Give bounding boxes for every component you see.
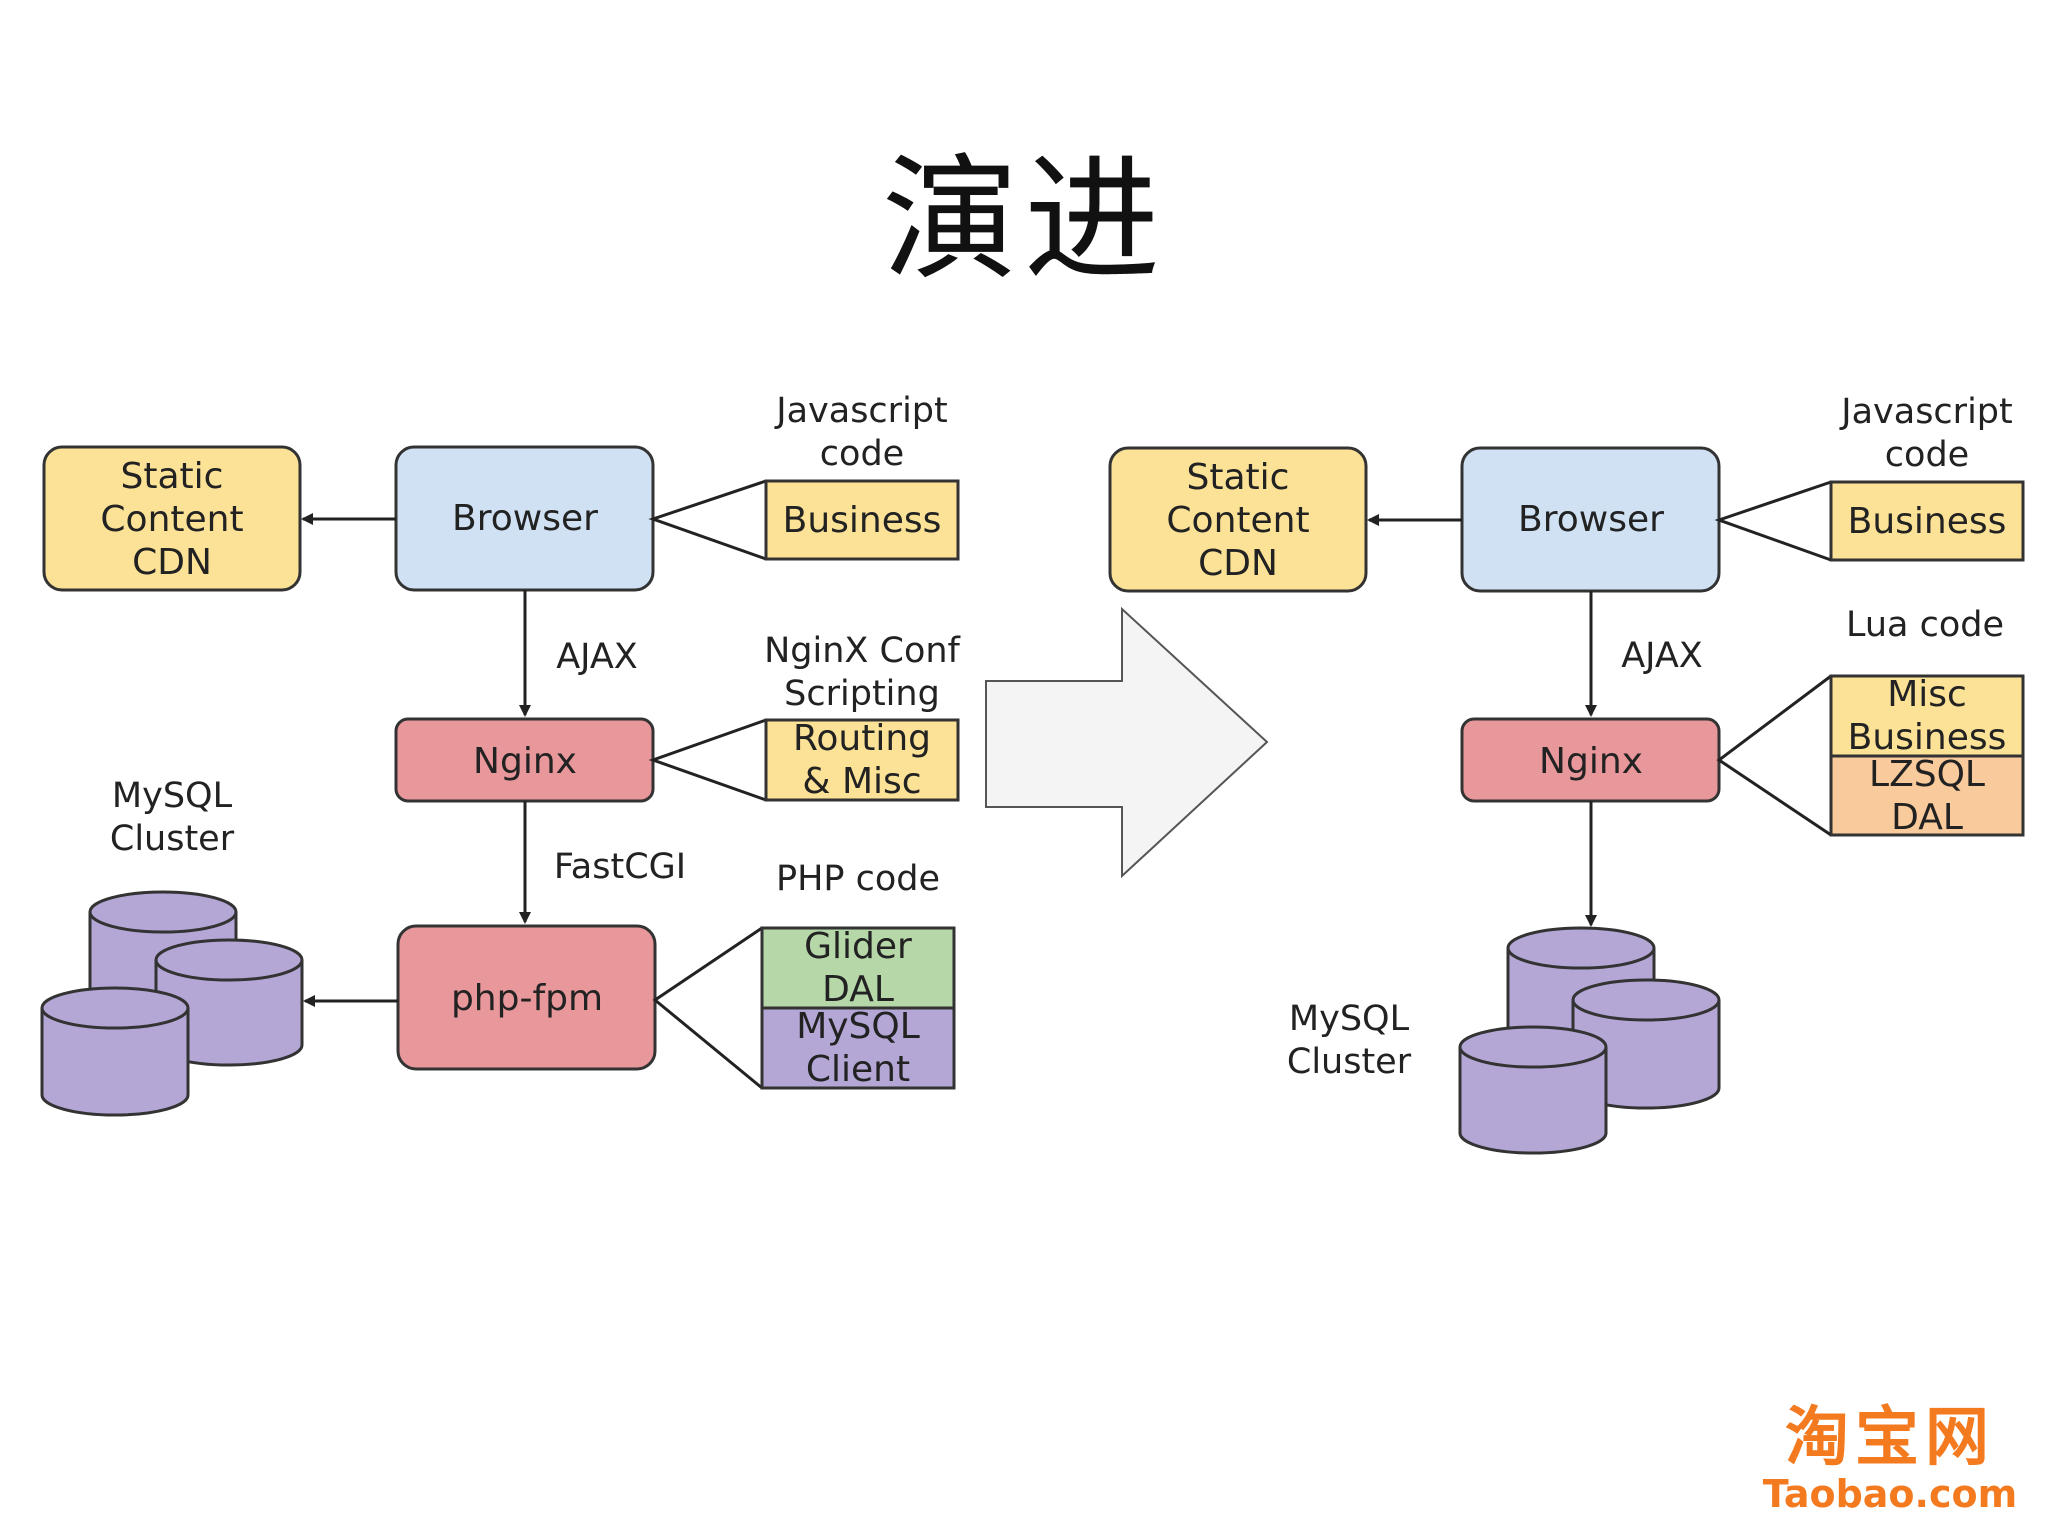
right-cdn-line2: Content (1166, 500, 1309, 541)
left-database-cylinder-3 (40, 986, 190, 1117)
right-misc-business-box: Misc Business (1829, 674, 2025, 758)
right-lzsql-line2: DAL (1891, 797, 1963, 838)
right-browser-box: Browser (1460, 446, 1721, 593)
left-glider-line1: Glider (804, 926, 912, 967)
left-database-cylinder-2 (154, 938, 304, 1067)
right-database-cylinder-2 (1571, 978, 1721, 1110)
left-mysql-cluster-line2: Cluster (110, 819, 235, 859)
left-cdn-line1: Static (121, 456, 224, 497)
right-misc-business-line2: Business (1848, 717, 2007, 758)
right-nginx-stack-connector (1716, 674, 1832, 837)
right-lua-code-label: Lua code (1846, 605, 2004, 645)
left-browser-business-connector (648, 479, 767, 561)
svg-text:Static: Static (121, 456, 224, 497)
left-routing-line2: & Misc (802, 761, 921, 802)
left-browser-label: Browser (452, 498, 598, 539)
left-glider-line2: DAL (822, 969, 894, 1010)
left-mysql-client-line2: Client (806, 1049, 910, 1090)
left-glider-box: Glider DAL (760, 926, 956, 1010)
left-cdn-line3: CDN (132, 542, 212, 583)
left-browser-box: Browser (394, 445, 655, 592)
svg-text:Content: Content (100, 499, 243, 540)
left-js-label-line1: Javascript (774, 391, 947, 431)
left-phpfpm-label: php-fpm (451, 978, 603, 1019)
left-phpfpm-stack-connector (652, 926, 763, 1090)
left-nginx-conf-line2: Scripting (784, 674, 940, 714)
left-nginx-label: Nginx (473, 741, 577, 782)
left-ajax-label: AJAX (556, 637, 638, 677)
right-lzsql-box: LZSQL DAL (1829, 754, 2025, 838)
right-js-label-line1: Javascript (1839, 392, 2012, 432)
left-phpfpm-box: php-fpm (396, 924, 657, 1071)
left-nginx-routing-connector (648, 718, 767, 802)
right-business-label: Business (1848, 501, 2007, 542)
right-lzsql-line1: LZSQL (1869, 754, 1985, 795)
left-business-box: Business (764, 479, 960, 561)
left-routing-line1: Routing (793, 718, 931, 759)
right-cdn-line1: Static (1187, 457, 1290, 498)
right-js-label-line2: code (1885, 435, 1969, 475)
slide-title: 演进 (882, 142, 1166, 300)
right-ajax-label: AJAX (1621, 636, 1703, 676)
svg-text:CDN: CDN (132, 542, 212, 583)
right-browser-business-connector (1714, 480, 1832, 562)
left-business-label: Business (783, 500, 942, 541)
left-php-code-label: PHP code (776, 859, 940, 899)
left-static-cdn-box: Static Content CDN (42, 445, 302, 592)
right-cdn-line3: CDN (1198, 543, 1278, 584)
left-mysql-client-box: MySQL Client (760, 1006, 956, 1090)
right-static-cdn-box: Static Content CDN (1108, 446, 1368, 593)
right-nginx-label: Nginx (1539, 741, 1643, 782)
right-database-cylinder-3 (1458, 1025, 1608, 1155)
left-nginx-conf-line1: NginX Conf (764, 631, 960, 671)
right-nginx-box: Nginx (1460, 717, 1721, 803)
right-mysql-cluster-line1: MySQL (1289, 999, 1410, 1039)
right-browser-label: Browser (1518, 499, 1664, 540)
left-mysql-cluster-line1: MySQL (112, 776, 233, 816)
evolution-arrow-icon (985, 606, 1269, 879)
left-fastcgi-label: FastCGI (554, 847, 686, 887)
taobao-logo: 淘宝网 Taobao.com (1760, 1404, 2020, 1516)
left-cdn-line2: Content (100, 499, 243, 540)
left-nginx-box: Nginx (394, 717, 655, 803)
right-business-box: Business (1829, 480, 2025, 562)
left-js-label-line2: code (820, 434, 904, 474)
right-mysql-cluster-line2: Cluster (1287, 1042, 1412, 1082)
taobao-logo-cn: 淘宝网 (1785, 1401, 1995, 1475)
left-routing-box: Routing & Misc (764, 718, 960, 802)
left-mysql-client-line1: MySQL (796, 1006, 920, 1047)
right-misc-business-line1: Misc (1887, 674, 1967, 715)
taobao-logo-en: Taobao.com (1762, 1472, 2018, 1516)
